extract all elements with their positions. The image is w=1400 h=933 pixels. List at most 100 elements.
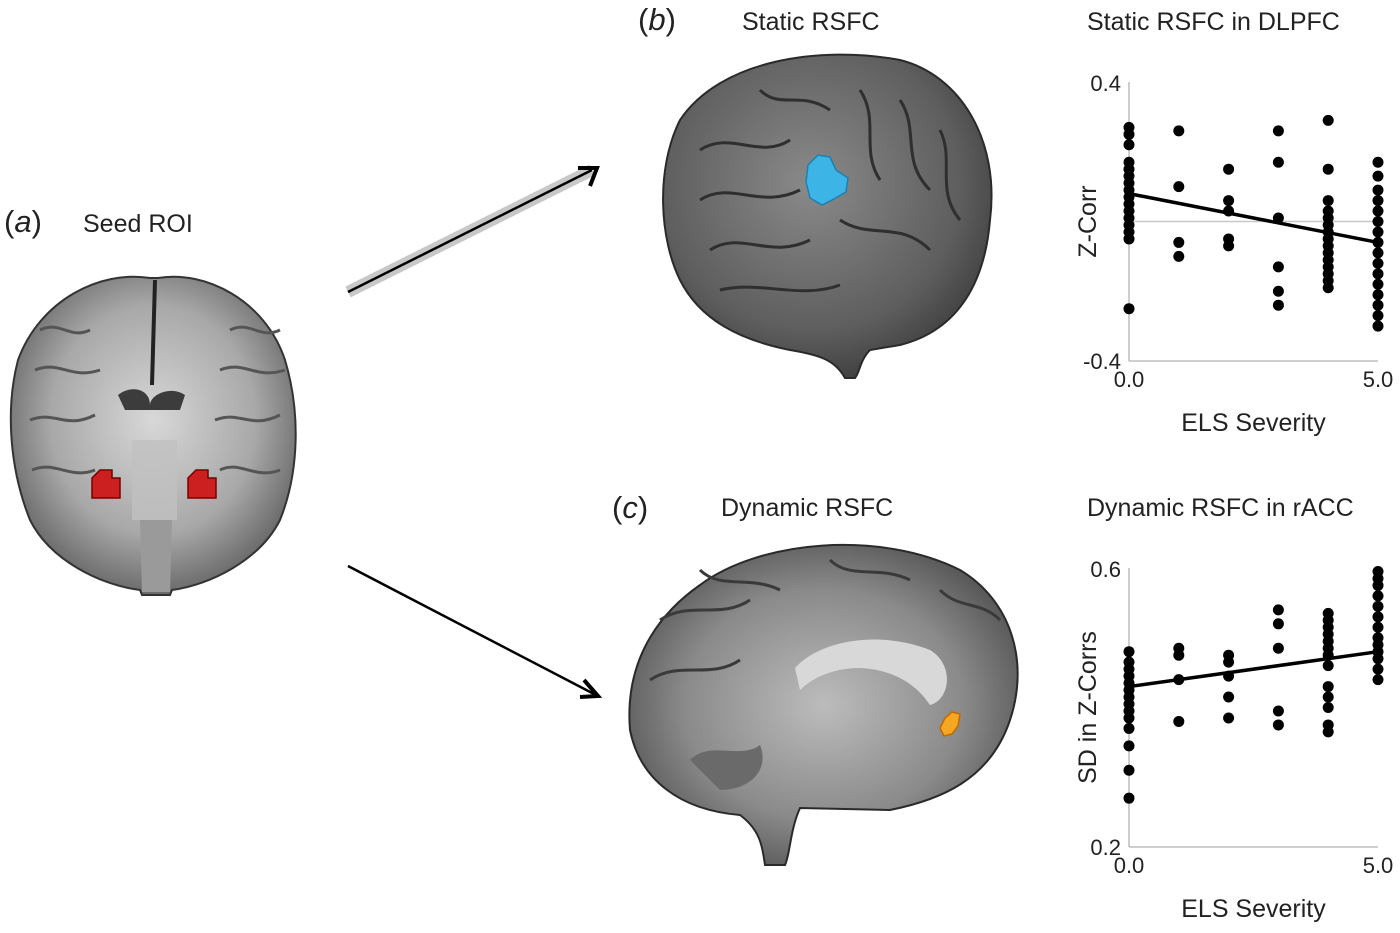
lateral-brain-image	[662, 53, 993, 379]
data-point	[1372, 674, 1384, 686]
y-axis-label: SD in Z-Corrs	[1074, 631, 1102, 784]
data-point	[1272, 125, 1284, 137]
data-point	[1123, 722, 1135, 734]
sagittal-brain-image	[628, 543, 1019, 866]
data-point	[1372, 600, 1384, 612]
data-point	[1372, 247, 1384, 259]
data-point	[1372, 205, 1384, 217]
data-point	[1322, 195, 1334, 207]
panel-c-title: Dynamic RSFC	[721, 494, 894, 522]
panel-b-letter: b	[648, 2, 666, 37]
y-tick-top: 0.4	[1090, 71, 1121, 96]
data-point	[1173, 715, 1185, 727]
seed-roi-right	[187, 469, 217, 499]
seed-roi-left	[91, 469, 121, 499]
data-point	[1372, 156, 1384, 168]
chart-dynamic-title: Dynamic RSFC in rACC	[1087, 494, 1354, 522]
data-point	[1173, 236, 1185, 248]
data-point	[1223, 712, 1235, 724]
data-point	[1272, 299, 1284, 311]
data-point	[1223, 195, 1235, 207]
data-point	[1372, 216, 1384, 227]
data-point	[1223, 240, 1235, 252]
static-cluster-dlpfc	[805, 154, 849, 206]
data-point	[1272, 705, 1284, 717]
data-point	[1372, 663, 1384, 675]
x-tick-left: 0.0	[1114, 853, 1145, 878]
coronal-brain-image	[9, 275, 297, 596]
data-point	[1322, 114, 1334, 126]
x-axis-label: ELS Severity	[1181, 895, 1326, 923]
brain-illustrations	[9, 53, 1019, 866]
data-point	[1322, 163, 1334, 175]
data-point	[1372, 621, 1384, 633]
data-point	[1372, 268, 1384, 280]
data-point	[1123, 233, 1135, 245]
data-point	[1372, 184, 1384, 196]
data-point	[1123, 646, 1135, 658]
data-point	[1272, 719, 1284, 731]
data-point	[1272, 642, 1284, 654]
data-point	[1223, 691, 1235, 703]
data-point	[1272, 285, 1284, 297]
y-tick-top: 0.6	[1090, 557, 1121, 582]
data-point	[1223, 656, 1235, 668]
data-point	[1173, 181, 1185, 193]
data-point	[1223, 163, 1235, 175]
data-point	[1123, 712, 1135, 724]
dynamic-cluster-racc	[939, 711, 961, 737]
x-tick-left: 0.0	[1114, 367, 1145, 392]
data-point	[1173, 125, 1185, 137]
panel-b-label: (b)	[638, 2, 676, 37]
data-point	[1372, 195, 1384, 207]
data-point	[1372, 653, 1384, 665]
x-tick-right: 5.0	[1363, 367, 1394, 392]
data-point	[1123, 792, 1135, 804]
data-point	[1322, 282, 1334, 294]
panel-a-title: Seed ROI	[83, 210, 193, 238]
data-point	[1322, 691, 1334, 703]
data-point	[1123, 139, 1135, 151]
data-point	[1173, 250, 1185, 262]
data-point	[1322, 702, 1334, 713]
data-point	[1272, 618, 1284, 630]
data-point	[1372, 310, 1384, 322]
data-point	[1372, 289, 1384, 301]
regression-line	[1128, 191, 1379, 245]
panel-a-letter: a	[14, 204, 32, 239]
data-point	[1173, 649, 1185, 661]
panel-a-label: (a)	[4, 204, 42, 239]
panel-b-title: Static RSFC	[742, 8, 880, 36]
data-point	[1372, 320, 1384, 332]
panel-c-label: (c)	[612, 490, 649, 525]
data-point	[1322, 681, 1334, 693]
data-point	[1372, 579, 1384, 591]
y-tick-bottom: 0.2	[1090, 835, 1121, 860]
data-point	[1372, 278, 1384, 290]
data-point	[1123, 128, 1135, 140]
data-point	[1272, 156, 1284, 168]
arrow-to-dynamic	[347, 564, 603, 699]
data-point	[1272, 261, 1284, 273]
arrow-to-static	[345, 164, 600, 298]
x-axis-label: ELS Severity	[1181, 409, 1326, 437]
data-point	[1272, 604, 1284, 616]
data-point	[1372, 590, 1384, 602]
regression-line	[1128, 649, 1379, 689]
data-point	[1123, 303, 1135, 315]
data-point	[1322, 726, 1334, 738]
data-point	[1372, 226, 1384, 238]
y-tick-bottom: -0.4	[1083, 349, 1121, 374]
data-point	[1372, 170, 1384, 182]
chart-static-title: Static RSFC in DLPFC	[1087, 8, 1340, 36]
data-point	[1123, 764, 1135, 776]
data-point	[1372, 611, 1384, 623]
data-point	[1372, 257, 1384, 269]
data-point	[1372, 299, 1384, 311]
x-tick-right: 5.0	[1363, 853, 1394, 878]
data-point	[1123, 740, 1135, 752]
y-axis-label: Z-Corr	[1074, 185, 1102, 257]
data-point	[1322, 660, 1334, 672]
